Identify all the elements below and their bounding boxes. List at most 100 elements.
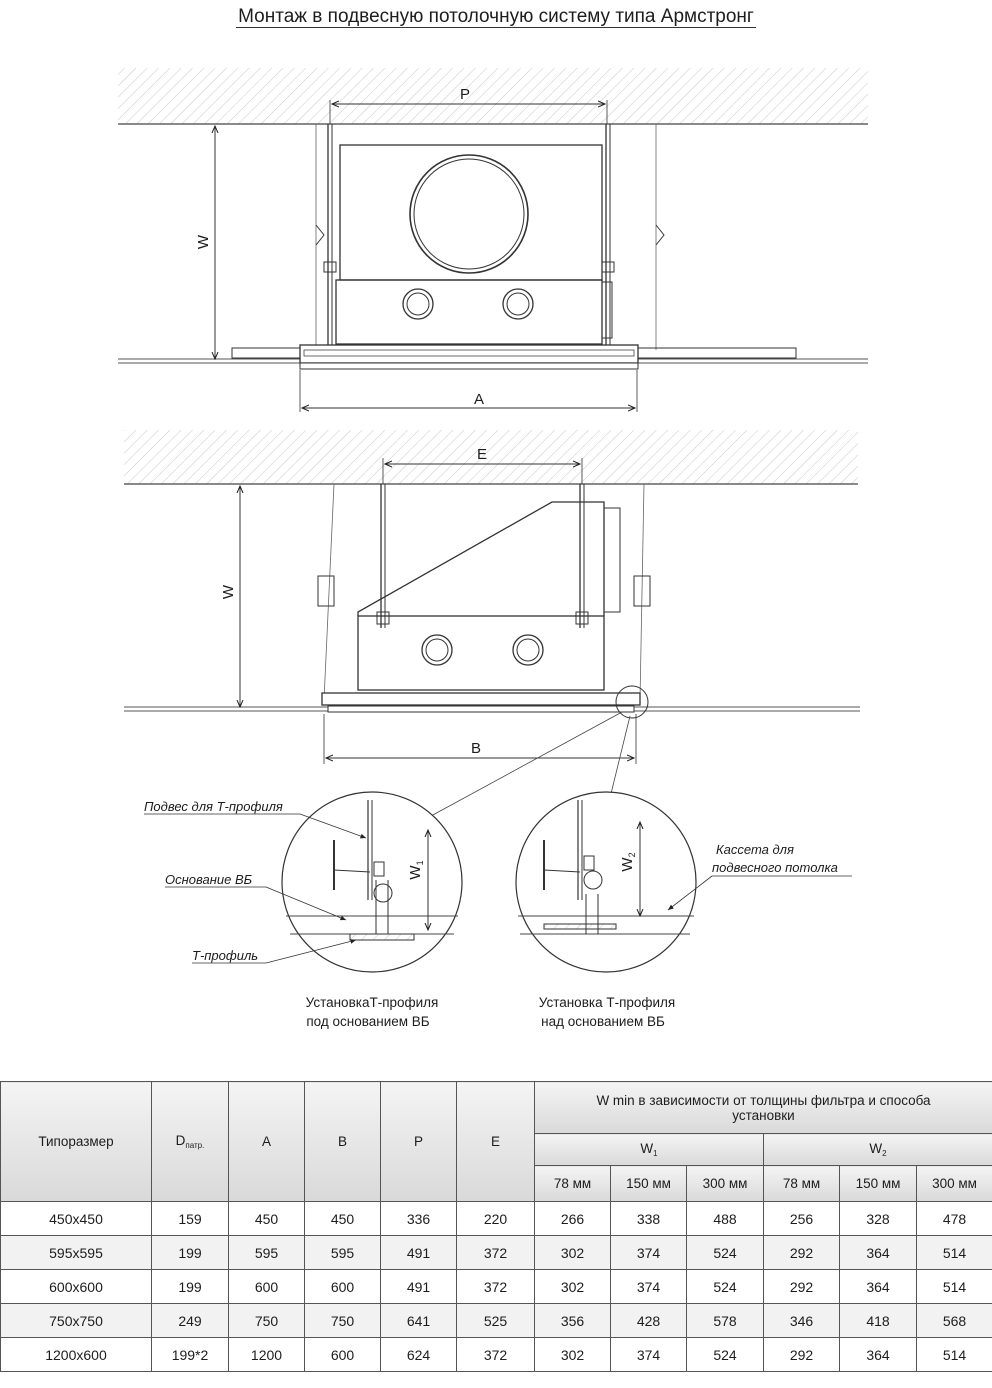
table-cell: 372 [456, 1337, 535, 1372]
table-cell: 600 [228, 1269, 305, 1304]
table-cell: 624 [380, 1337, 457, 1372]
table-cell: 488 [686, 1201, 764, 1236]
header-e: E [456, 1081, 535, 1202]
label-cassette-1: Кассета для [716, 842, 794, 857]
front-view: P W A [118, 68, 868, 412]
table-cell: 302 [534, 1269, 611, 1304]
page-title: Монтаж в подвесную потолочную систему ти… [0, 6, 992, 28]
detail-right: W2 [515, 791, 697, 973]
header-filter-300-w1: 300 мм [686, 1165, 764, 1202]
dim-w2-label: W2 [619, 852, 637, 871]
table-cell: 478 [916, 1201, 992, 1236]
caption-right-2: над основанием ВБ [541, 1014, 665, 1029]
detail-left: W1 [281, 791, 463, 973]
table-cell: 568 [916, 1303, 992, 1338]
table-cell: 374 [610, 1337, 687, 1372]
caption-left-1: УстановкаТ-профиля [306, 995, 439, 1010]
header-p: P [380, 1081, 457, 1202]
dim-w-label-side: W [220, 584, 237, 599]
label-base: Основание ВБ [165, 872, 253, 887]
table-cell: 641 [380, 1303, 457, 1338]
table-cell: 159 [151, 1201, 229, 1236]
table-cell: 524 [686, 1269, 764, 1304]
label-cassette-2: подвесного потолка [712, 860, 838, 875]
table-cell: 364 [839, 1235, 917, 1270]
table-cell: 491 [380, 1235, 457, 1270]
header-d: Dпатр. [151, 1081, 229, 1202]
table-cell: 328 [839, 1201, 917, 1236]
table-cell: 524 [686, 1337, 764, 1372]
table-cell: 338 [610, 1201, 687, 1236]
table-cell: 514 [916, 1269, 992, 1304]
table-cell: 595x595 [0, 1235, 152, 1270]
table-cell: 249 [151, 1303, 229, 1338]
table-cell: 292 [763, 1269, 840, 1304]
header-size: Типоразмер [0, 1081, 152, 1202]
label-hanger: Подвес для Т-профиля [144, 799, 283, 814]
table-cell: 514 [916, 1235, 992, 1270]
table-cell: 292 [763, 1235, 840, 1270]
header-a: A [228, 1081, 305, 1202]
table-cell: 372 [456, 1235, 535, 1270]
header-wmin: W min в зависимости от толщины фильтра и… [534, 1081, 992, 1134]
table-cell: 750 [304, 1303, 381, 1338]
table-cell: 364 [839, 1337, 917, 1372]
table-cell: 374 [610, 1235, 687, 1270]
header-filter-300-w2: 300 мм [916, 1165, 992, 1202]
header-b: B [304, 1081, 381, 1202]
dim-a-label: A [474, 391, 484, 408]
table-cell: 450 [304, 1201, 381, 1236]
table-cell: 356 [534, 1303, 611, 1338]
callouts: Подвес для Т-профиля Основание ВБ Т-проф… [144, 799, 852, 964]
header-filter-150-w1: 150 мм [610, 1165, 687, 1202]
header-filter-78-w2: 78 мм [763, 1165, 840, 1202]
table-cell: 292 [763, 1337, 840, 1372]
table-cell: 428 [610, 1303, 687, 1338]
table-cell: 336 [380, 1201, 457, 1236]
table-cell: 525 [456, 1303, 535, 1338]
table-cell: 220 [456, 1201, 535, 1236]
table-cell: 524 [686, 1235, 764, 1270]
table-cell: 1200 [228, 1337, 305, 1372]
table-cell: 600 [304, 1269, 381, 1304]
label-tprofile: Т-профиль [192, 948, 258, 963]
table-cell: 600 [304, 1337, 381, 1372]
table-cell: 491 [380, 1269, 457, 1304]
table-cell: 199 [151, 1269, 229, 1304]
captions: УстановкаТ-профиля под основанием ВБ Уст… [306, 995, 676, 1029]
table-cell: 450x450 [0, 1201, 152, 1236]
table-cell: 364 [839, 1269, 917, 1304]
table-cell: 302 [534, 1235, 611, 1270]
header-w1: W1 [534, 1133, 764, 1166]
spec-table: Типоразмер Dпатр. A B P E W min в зависи… [0, 1081, 992, 1372]
table-cell: 374 [610, 1269, 687, 1304]
caption-left-2: под основанием ВБ [306, 1014, 429, 1029]
side-view: E W B [124, 430, 860, 823]
caption-right-1: Установка Т-профиля [539, 995, 675, 1010]
dim-p-label: P [460, 86, 470, 103]
table-cell: 595 [304, 1235, 381, 1270]
table-cell: 578 [686, 1303, 764, 1338]
dim-w-label-front: W [195, 234, 212, 249]
table-cell: 199 [151, 1235, 229, 1270]
table-cell: 418 [839, 1303, 917, 1338]
table-cell: 514 [916, 1337, 992, 1372]
table-cell: 750x750 [0, 1303, 152, 1338]
header-w2: W2 [763, 1133, 992, 1166]
table-cell: 266 [534, 1201, 611, 1236]
installation-drawing: P W A [118, 68, 868, 1029]
table-cell: 600x600 [0, 1269, 152, 1304]
table-cell: 450 [228, 1201, 305, 1236]
table-cell: 199*2 [151, 1337, 229, 1372]
table-cell: 346 [763, 1303, 840, 1338]
page-title-text: Монтаж в подвесную потолочную систему ти… [236, 6, 756, 28]
table-cell: 750 [228, 1303, 305, 1338]
dim-b-label: B [471, 740, 481, 757]
header-filter-150-w2: 150 мм [839, 1165, 917, 1202]
table-cell: 372 [456, 1269, 535, 1304]
